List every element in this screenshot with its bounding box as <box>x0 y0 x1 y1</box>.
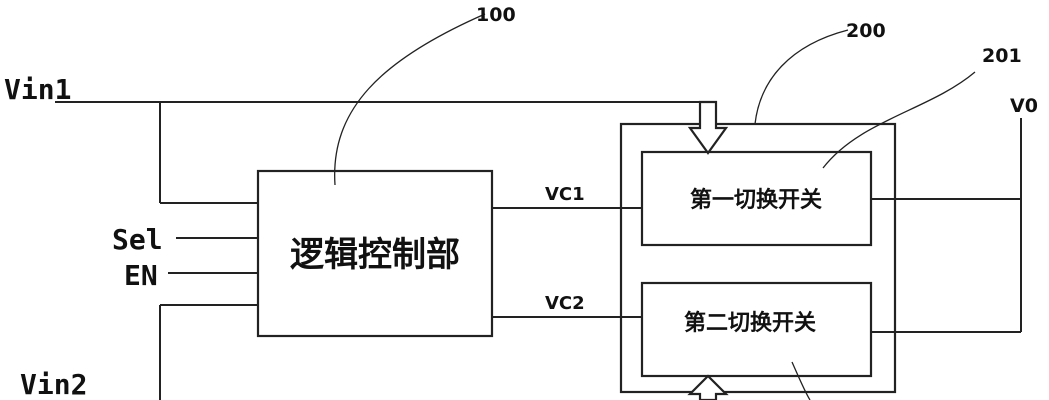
leader-200 <box>754 29 849 125</box>
arrow-down-icon <box>687 100 729 155</box>
leader-100 <box>334 13 486 186</box>
leader-201 <box>822 71 976 169</box>
arrow-up-icon <box>687 374 729 400</box>
vc1-label: VC1 <box>545 184 585 205</box>
vin1-label: Vin1 <box>4 73 71 106</box>
ref-200-label: 200 <box>846 20 886 42</box>
ref-100-label: 100 <box>476 4 516 26</box>
sel-label: Sel <box>112 223 163 256</box>
logic-control-block <box>256 169 494 338</box>
switch2-block <box>640 281 873 378</box>
vin2-label: Vin2 <box>20 368 87 400</box>
vc2-label: VC2 <box>545 293 585 314</box>
en-label: EN <box>124 259 158 292</box>
vo-label: V0 <box>1010 95 1038 117</box>
switch1-label: 第一切换开关 <box>690 187 822 213</box>
switch2-label: 第二切换开关 <box>684 310 816 336</box>
leader-202 <box>791 361 811 400</box>
logic-control-label: 逻辑控制部 <box>290 235 460 275</box>
switch1-block <box>640 150 873 247</box>
ref-201-label: 201 <box>982 45 1022 67</box>
